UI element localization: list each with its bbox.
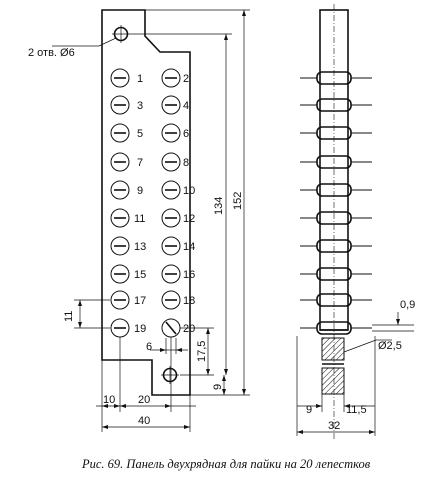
lug bbox=[300, 98, 372, 112]
pin-16 bbox=[161, 264, 181, 284]
dimension-6: 6 bbox=[146, 338, 188, 354]
pin-label: 7 bbox=[137, 157, 143, 169]
pin-6 bbox=[161, 123, 181, 143]
pin-20 bbox=[161, 318, 181, 338]
pin-label: 13 bbox=[134, 241, 146, 253]
pin-19 bbox=[110, 318, 130, 338]
lug bbox=[300, 321, 372, 335]
pin-labels-right: 2 4 6 8 10 12 14 16 18 20 bbox=[183, 73, 195, 335]
side-view: 0,9 Ø2,5 9 11,5 32 bbox=[296, 4, 415, 440]
hatched-section-lower bbox=[321, 367, 345, 395]
pin-label: 3 bbox=[137, 100, 143, 112]
lug bbox=[300, 211, 372, 225]
dimension-label: 6 bbox=[146, 341, 152, 353]
dimension-label: 152 bbox=[232, 192, 244, 210]
dimension-label: 9 bbox=[212, 384, 224, 390]
dimension-17-5: 17,5 bbox=[180, 327, 214, 376]
lug bbox=[300, 71, 372, 85]
dimension-11: 11 bbox=[63, 299, 110, 329]
pin-12 bbox=[161, 208, 181, 228]
pin-label: 8 bbox=[183, 157, 189, 169]
pin-label: 11 bbox=[134, 213, 145, 225]
pin-label: 14 bbox=[183, 241, 195, 253]
pin-11 bbox=[110, 208, 130, 228]
pin-label: 17 bbox=[134, 295, 146, 307]
pin-label: 6 bbox=[183, 128, 189, 140]
dimension-label: 20 bbox=[138, 394, 150, 406]
pin-column-right bbox=[161, 68, 181, 338]
dimension-32: 32 bbox=[297, 420, 375, 434]
pin-column-left bbox=[110, 68, 130, 338]
pin-9 bbox=[110, 180, 130, 200]
lug bbox=[300, 155, 372, 169]
lug bbox=[300, 293, 372, 307]
pin-13 bbox=[110, 236, 130, 256]
lug bbox=[300, 183, 372, 197]
dimension-label: 11 bbox=[63, 311, 75, 322]
pin-2 bbox=[161, 68, 181, 88]
pin-1 bbox=[110, 68, 130, 88]
pin-10 bbox=[161, 180, 181, 200]
pin-label: 1 bbox=[137, 73, 143, 85]
pin-label: 16 bbox=[183, 269, 195, 281]
pin-18 bbox=[161, 290, 181, 310]
lug bbox=[300, 126, 372, 140]
dimension-0-9: 0,9 bbox=[372, 299, 415, 332]
hatched-section-upper bbox=[321, 337, 345, 361]
dimension-label: Ø2,5 bbox=[378, 340, 402, 352]
pin-label: 19 bbox=[134, 323, 146, 335]
dimension-152: 152 bbox=[145, 9, 250, 396]
dimension-label: 17,5 bbox=[196, 341, 208, 362]
dimension-40: 40 bbox=[102, 415, 190, 429]
pin-15 bbox=[110, 264, 130, 284]
dimension-label: 9 bbox=[306, 404, 312, 416]
dimension-134: 134 bbox=[130, 33, 232, 375]
dimension-11-5: 11,5 bbox=[344, 404, 375, 416]
lug-row bbox=[300, 71, 372, 335]
front-view: 2 отв. Ø6 1 bbox=[28, 9, 250, 432]
pin-8 bbox=[161, 152, 181, 172]
dimension-label: 32 bbox=[328, 420, 340, 432]
hole-callout: 2 отв. Ø6 bbox=[28, 47, 75, 59]
pin-label: 5 bbox=[137, 128, 143, 140]
pin-label: 4 bbox=[183, 100, 189, 112]
dimension-9-front: 9 bbox=[190, 375, 232, 396]
pin-5 bbox=[110, 123, 130, 143]
dimension-label: 134 bbox=[213, 197, 225, 215]
pin-labels-left: 1 3 5 7 9 11 13 15 17 19 bbox=[134, 73, 146, 335]
dimension-label: 11,5 bbox=[346, 404, 367, 416]
pin-label: 2 bbox=[183, 73, 189, 85]
pin-14 bbox=[161, 236, 181, 256]
pin-label: 12 bbox=[183, 213, 195, 225]
pin-label: 20 bbox=[183, 323, 195, 335]
dimension-label: 40 bbox=[138, 415, 150, 427]
figure-caption: Рис. 69. Панель двухрядная для пайки на … bbox=[81, 457, 371, 471]
pin-label: 15 bbox=[134, 269, 146, 281]
dimension-diameter-2-5: Ø2,5 bbox=[343, 339, 402, 353]
pin-label: 9 bbox=[137, 185, 143, 197]
lug bbox=[300, 267, 372, 281]
pin-label: 18 bbox=[183, 295, 195, 307]
pin-7 bbox=[110, 152, 130, 172]
dimension-10-20: 10 20 bbox=[96, 337, 196, 432]
pin-17 bbox=[110, 290, 130, 310]
pin-3 bbox=[110, 95, 130, 115]
dimension-label: 10 bbox=[103, 394, 115, 406]
dimension-label: 0,9 bbox=[400, 299, 415, 311]
dimension-9-side: 9 bbox=[297, 404, 322, 416]
pin-label: 10 bbox=[183, 185, 195, 197]
lug bbox=[300, 239, 372, 253]
panel-outline bbox=[101, 9, 191, 396]
pin-4 bbox=[161, 95, 181, 115]
